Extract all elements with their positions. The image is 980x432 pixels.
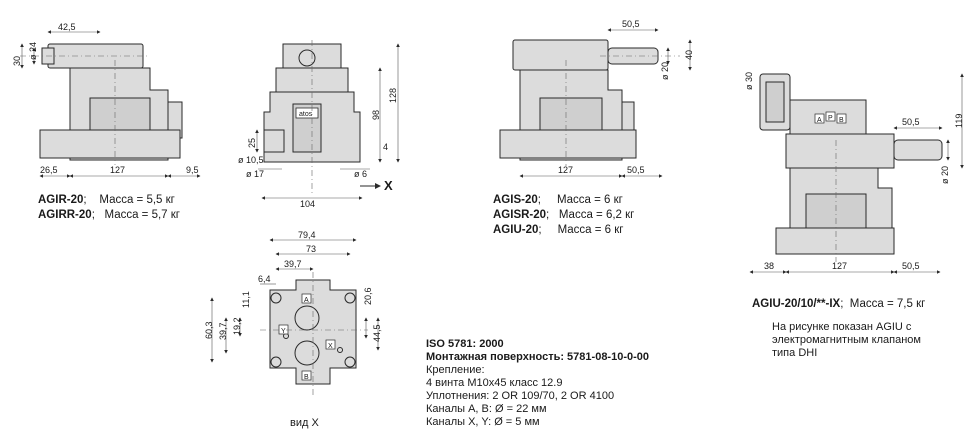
- viewx-dim-h6: 44,5: [372, 324, 382, 342]
- viewx-port-x: X: [328, 343, 333, 350]
- agiu-port-p: P: [828, 115, 833, 122]
- viewx-dim-w4: 6,4: [258, 274, 271, 284]
- agirr-model-row: AGIRR-20; Масса = 5,7 кг: [38, 209, 180, 221]
- agiu-ix-view: A P B ø 30 50,5 119 ø 20 38 127 50,5: [744, 72, 964, 274]
- viewx-dim-w1: 79,4: [298, 230, 316, 240]
- agiu-port-b: B: [839, 117, 844, 124]
- spec-iso: ISO 5781: 2000: [426, 338, 504, 350]
- agis-dim-h: 40: [684, 50, 694, 60]
- agisr-model-row: AGISR-20; Масса = 6,2 кг: [493, 209, 635, 221]
- agir-model-row: AGIR-20; Масса = 5,5 кг: [38, 194, 175, 206]
- agiu-model-row: AGIU-20; Масса = 6 кг: [493, 224, 624, 236]
- agir-dim-w1: 42,5: [58, 22, 76, 32]
- spec-line: Крепление:: [426, 364, 485, 376]
- agis-model-row: AGIS-20; Масса = 6 кг: [493, 194, 623, 206]
- agir-dim-h1: 30: [12, 56, 22, 66]
- agir-dim-right: 9,5: [186, 165, 199, 175]
- side-dim-d6: ø 6: [354, 169, 367, 179]
- agir-view: 42,5 30 ø 24 26,5 127 9,5: [12, 22, 201, 178]
- agir-dim-left: 26,5: [40, 165, 58, 175]
- viewx-port-y: Y: [281, 328, 286, 335]
- side-dim-d105: ø 10,5: [238, 155, 264, 165]
- agiu-dim-base: 127: [832, 261, 847, 271]
- side-dim-d17: ø 17: [246, 169, 264, 179]
- agis-dim-right: 50,5: [627, 165, 645, 175]
- side-dim-width: 104: [300, 199, 315, 209]
- side-dim-h-mid: 98: [371, 110, 381, 120]
- side-dim-h-total: 128: [388, 88, 398, 103]
- side-plate-text: atos: [299, 111, 313, 118]
- side-dim-h-small: 25: [247, 138, 257, 148]
- agiu-ix-note: На рисунке показан AGIU с электромагнитн…: [772, 321, 921, 359]
- agiu-dim-left: 38: [764, 261, 774, 271]
- spec-line: Каналы X, Y: Ø = 5 мм: [426, 416, 540, 428]
- agis-dim-base: 127: [558, 165, 573, 175]
- viewx-dim-h3: 39,7: [218, 322, 228, 340]
- viewx-dim-w3: 39,7: [284, 259, 302, 269]
- viewx-dim-w2: 73: [306, 244, 316, 254]
- agir-dim-base: 127: [110, 165, 125, 175]
- viewx-dim-h1: 11,1: [241, 291, 251, 308]
- agis-dim-d: ø 20: [660, 62, 670, 80]
- viewx-dim-h5: 20,6: [363, 287, 373, 305]
- side-view: atos 128 98 25 ø 10,5 ø 17 ø 6 4 104 X: [238, 40, 400, 209]
- agiu-ix-caption: AGIU-20/10/**-IX; Масса = 7,5 кг: [752, 298, 926, 310]
- agir-caption: AGIR-20; Масса = 5,5 кг AGIRR-20; Масса …: [38, 193, 180, 223]
- side-view-mark: X: [384, 178, 393, 193]
- agiu-dim-right: 50,5: [902, 261, 920, 271]
- side-dim-d4: 4: [383, 142, 388, 152]
- viewx-port-b: B: [304, 374, 309, 381]
- spec-line: Уплотнения: 2 OR 109/70, 2 OR 4100: [426, 390, 615, 402]
- agiu-dim-d: ø 20: [940, 166, 950, 184]
- viewx-dim-h2: 60,3: [204, 321, 214, 339]
- agis-caption: AGIS-20; Масса = 6 кг AGISR-20; Масса = …: [493, 193, 634, 238]
- spec-line: Каналы A, B: Ø = 22 мм: [426, 403, 547, 415]
- viewx-port-a: A: [304, 297, 309, 304]
- spec-surface: Монтажная поверхность: 5781-08-10-0-00: [426, 351, 650, 363]
- viewx-caption: вид X: [290, 417, 319, 429]
- viewx-dim-h4: 19,2: [232, 317, 242, 335]
- agis-view: 50,5 40 ø 20 127 50,5: [499, 19, 694, 178]
- agiu-port-a: A: [817, 117, 822, 124]
- agiu-dim-d30: ø 30: [744, 72, 754, 90]
- agis-dim-top: 50,5: [622, 19, 640, 29]
- agiu-dim-top: 50,5: [902, 117, 920, 127]
- spec-line: 4 винта M10x45 класс 12.9: [426, 377, 563, 389]
- agiu-dim-h: 119: [954, 114, 964, 128]
- view-x: A Y X B 79,4 73 39,7 6,4 11,1 60,3 39,7 …: [204, 230, 382, 429]
- agir-dim-d1: ø 24: [28, 42, 38, 60]
- spec-block: ISO 5781: 2000 Монтажная поверхность: 57…: [426, 338, 649, 429]
